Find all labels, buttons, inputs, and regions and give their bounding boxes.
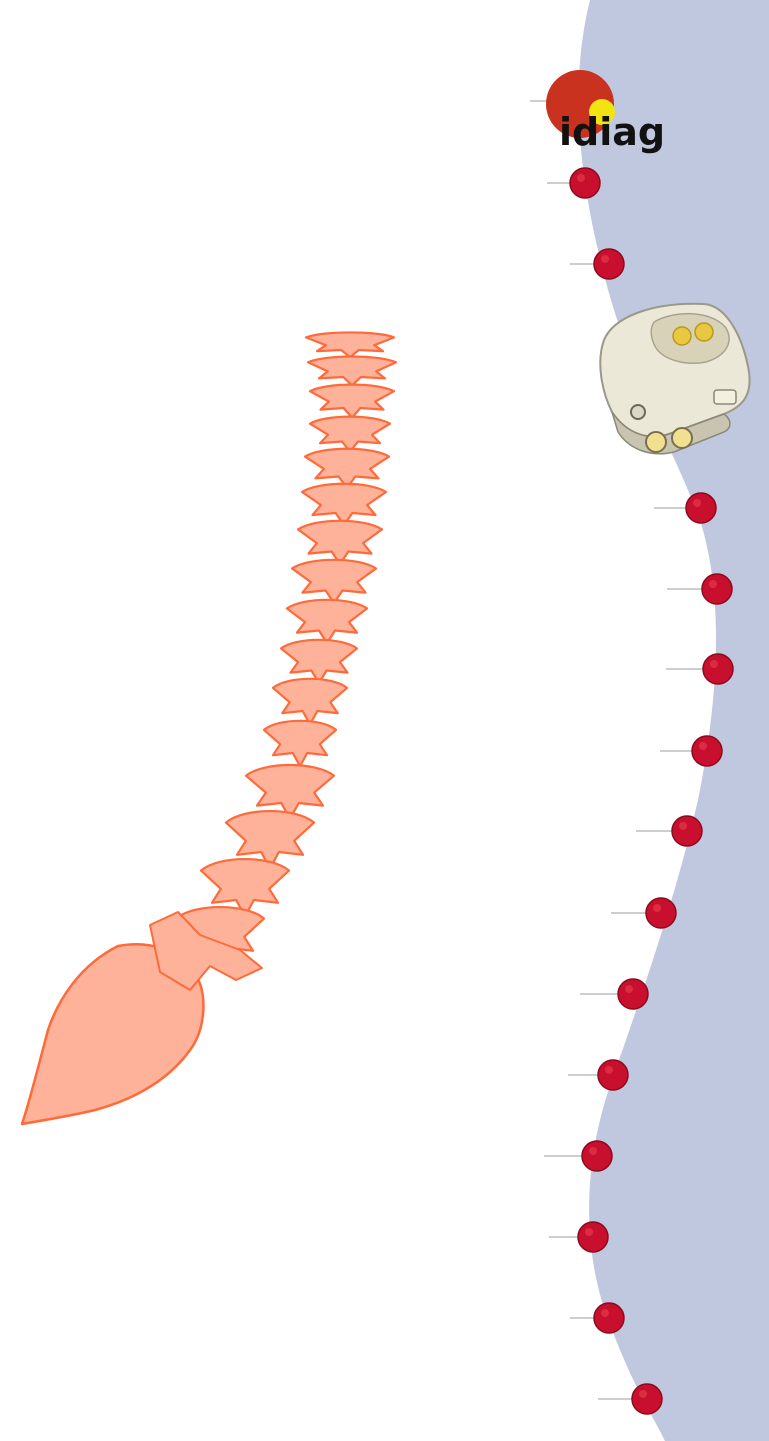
marker-dot	[702, 574, 732, 604]
measurement-point-marker-1[interactable]	[570, 168, 600, 198]
vertebra-6	[302, 484, 386, 525]
device-button-left	[673, 327, 691, 345]
marker-dot	[594, 1303, 624, 1333]
vertebra-11	[273, 679, 347, 724]
vertebra-1	[306, 332, 394, 357]
marker-highlight	[577, 174, 585, 182]
back-contour-panel	[579, 0, 769, 1441]
marker-dot	[598, 1060, 628, 1090]
vertebra-7	[298, 521, 382, 564]
marker-dot	[692, 736, 722, 766]
marker-dot	[686, 493, 716, 523]
vertebra-5	[305, 449, 389, 488]
marker-highlight	[585, 1228, 593, 1236]
measurement-point-marker-2[interactable]	[594, 249, 624, 279]
device-button-right	[695, 323, 713, 341]
device-roller	[631, 405, 645, 419]
marker-highlight	[699, 742, 707, 750]
vertebra-3	[310, 385, 394, 418]
marker-dot	[646, 898, 676, 928]
marker-highlight	[625, 985, 633, 993]
marker-highlight	[601, 255, 609, 263]
vertebra-8	[292, 560, 376, 603]
measurement-point-marker-12[interactable]	[578, 1222, 608, 1252]
marker-dot	[632, 1384, 662, 1414]
marker-highlight	[605, 1066, 613, 1074]
device-wheel-back	[672, 428, 692, 448]
marker-dot	[618, 979, 648, 1009]
marker-dot	[672, 816, 702, 846]
vertebra-9	[287, 600, 367, 643]
vertebra-12	[264, 721, 336, 766]
measurement-point-marker-9[interactable]	[618, 979, 648, 1009]
marker-highlight	[710, 660, 718, 668]
measurement-point-marker-13[interactable]	[594, 1303, 624, 1333]
vertebra-2	[308, 357, 396, 386]
measurement-point-marker-10[interactable]	[598, 1060, 628, 1090]
marker-dot	[570, 168, 600, 198]
marker-highlight	[639, 1390, 647, 1398]
marker-dot	[594, 249, 624, 279]
vertebra-10	[281, 640, 357, 683]
marker-dot	[578, 1222, 608, 1252]
marker-highlight	[679, 822, 687, 830]
marker-highlight	[693, 499, 701, 507]
logo-text: idiag	[559, 110, 665, 154]
measurement-point-marker-6[interactable]	[692, 736, 722, 766]
marker-highlight	[709, 580, 717, 588]
measurement-point-marker-5[interactable]	[703, 654, 733, 684]
measurement-point-marker-11[interactable]	[582, 1141, 612, 1171]
marker-highlight	[589, 1147, 597, 1155]
marker-dot	[582, 1141, 612, 1171]
measurement-point-marker-14[interactable]	[632, 1384, 662, 1414]
measurement-point-marker-7[interactable]	[672, 816, 702, 846]
measurement-point-marker-8[interactable]	[646, 898, 676, 928]
device-grip	[714, 390, 736, 404]
measurement-point-marker-3[interactable]	[686, 493, 716, 523]
marker-dot	[703, 654, 733, 684]
spine-illustration	[22, 332, 396, 1124]
marker-highlight	[601, 1309, 609, 1317]
vertebra-4	[310, 417, 390, 452]
marker-highlight	[653, 904, 661, 912]
measurement-point-marker-4[interactable]	[702, 574, 732, 604]
device-wheel-front	[646, 432, 666, 452]
